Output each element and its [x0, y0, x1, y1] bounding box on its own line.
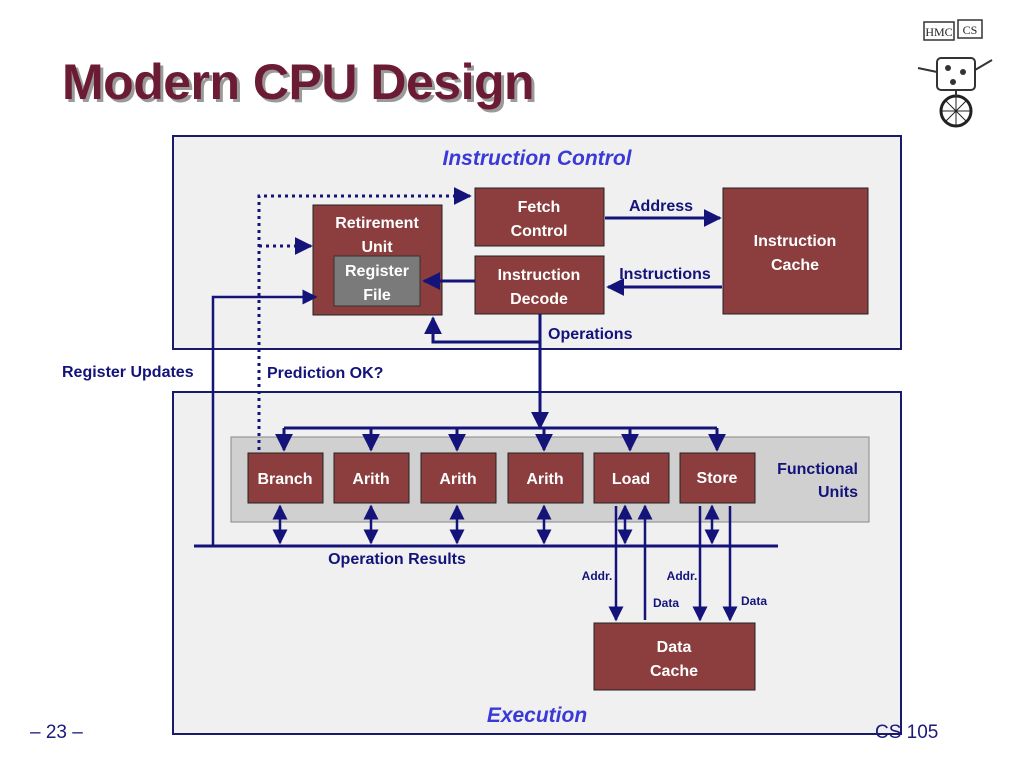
fetch-control-block [474, 187, 605, 247]
instruction-cache-label-2: Cache [771, 257, 819, 274]
operations-label: Operations [548, 326, 633, 343]
functional-unit-arith-2: Arith [420, 452, 497, 504]
instruction-decode-block [474, 255, 605, 315]
instruction-control-label: Instruction Control [443, 147, 633, 170]
functional-units-label-1: Functional [777, 461, 858, 478]
operation-results-label: Operation Results [328, 551, 466, 568]
address-label: Address [629, 198, 693, 215]
register-updates-arrow [211, 289, 318, 546]
data-cache-label-2: Cache [650, 663, 698, 680]
register-file-label-1: Register [345, 263, 409, 280]
prediction-ok-label: Prediction OK? [267, 365, 383, 382]
instruction-decode-label-1: Instruction [498, 267, 581, 284]
store-data-label: Data [741, 594, 767, 608]
course-label: CS 105 [875, 722, 939, 743]
store-addr-label: Addr. [667, 569, 698, 583]
svg-text:Load: Load [612, 471, 650, 488]
functional-unit-arith-3: Arith [507, 452, 584, 504]
svg-text:Arith: Arith [352, 471, 389, 488]
page-number: – 23 – [30, 722, 83, 743]
load-data-label: Data [653, 596, 679, 610]
retirement-unit-label-2: Unit [361, 239, 393, 256]
functional-units-label-2: Units [818, 484, 858, 501]
svg-text:Arith: Arith [526, 471, 563, 488]
logo-text-hmc: HMC [925, 25, 952, 39]
instruction-cache-block [722, 187, 869, 315]
data-cache-block [593, 622, 756, 691]
instructions-label: Instructions [619, 266, 711, 283]
retirement-unit-label-1: Retirement [335, 215, 419, 232]
instruction-cache-label-1: Instruction [754, 233, 837, 250]
instruction-decode-label-2: Decode [510, 291, 568, 308]
load-addr-label: Addr. [582, 569, 613, 583]
operations-to-retirement-arrow [424, 316, 540, 344]
logo-text-cs: CS [963, 23, 978, 37]
functional-unit-branch: Branch [247, 452, 324, 504]
slide-title: Modern CPU Design [62, 54, 535, 110]
register-file-label-2: File [363, 287, 391, 304]
execution-label: Execution [487, 704, 587, 727]
data-cache-label-1: Data [657, 639, 692, 656]
register-updates-label: Register Updates [62, 364, 194, 381]
fetch-control-label-1: Fetch [518, 199, 561, 216]
functional-unit-load: Load [593, 452, 670, 504]
functional-unit-store: Store [679, 452, 756, 504]
functional-unit-arith-1: Arith [333, 452, 410, 504]
fetch-control-label-2: Control [511, 223, 568, 240]
svg-text:Arith: Arith [439, 471, 476, 488]
prediction-ok-to-fetch-arrow [257, 187, 472, 450]
register-file-block [333, 255, 421, 307]
hmc-cs-logo: HMC CS [917, 19, 993, 128]
svg-text:Branch: Branch [257, 471, 312, 488]
svg-text:Store: Store [697, 470, 738, 487]
